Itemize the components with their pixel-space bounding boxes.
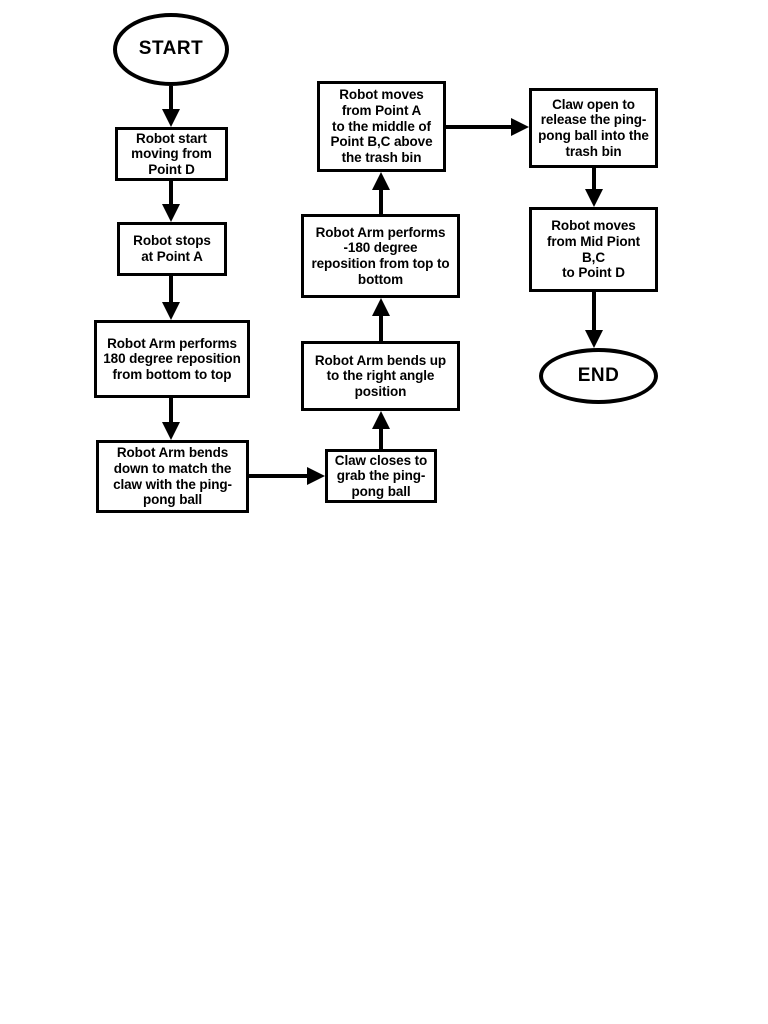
arrow-head-icon — [162, 109, 180, 127]
arrow-head-icon — [585, 330, 603, 348]
arrow-head-icon — [162, 422, 180, 440]
flow-terminator-end: END — [539, 348, 658, 404]
arrow-head-icon — [372, 298, 390, 316]
flow-arrow-n9-to-n10 — [585, 168, 603, 207]
flow-arrow-n1-to-n2 — [162, 181, 180, 222]
flow-arrow-n10-to-end — [585, 292, 603, 348]
flow-node-label: START — [138, 38, 204, 60]
flow-node-label: END — [577, 364, 620, 386]
arrow-head-icon — [162, 302, 180, 320]
flow-arrow-n3-to-n4 — [162, 398, 180, 440]
flow-arrow-n5-to-n6 — [372, 411, 390, 449]
flow-arrow-n8-to-n9 — [446, 118, 529, 136]
flow-arrow-n2-to-n3 — [162, 276, 180, 320]
arrow-head-icon — [585, 189, 603, 207]
arrow-head-icon — [372, 172, 390, 190]
flow-terminator-start: START — [113, 13, 229, 86]
arrow-head-icon — [162, 204, 180, 222]
flow-arrow-n4-to-n5 — [249, 467, 325, 485]
flow-arrow-n6-to-n7 — [372, 298, 390, 341]
flow-arrow-n7-to-n8 — [372, 172, 390, 214]
arrow-head-icon — [511, 118, 529, 136]
arrow-head-icon — [372, 411, 390, 429]
arrow-head-icon — [307, 467, 325, 485]
flow-arrow-start-to-n1 — [162, 86, 180, 127]
